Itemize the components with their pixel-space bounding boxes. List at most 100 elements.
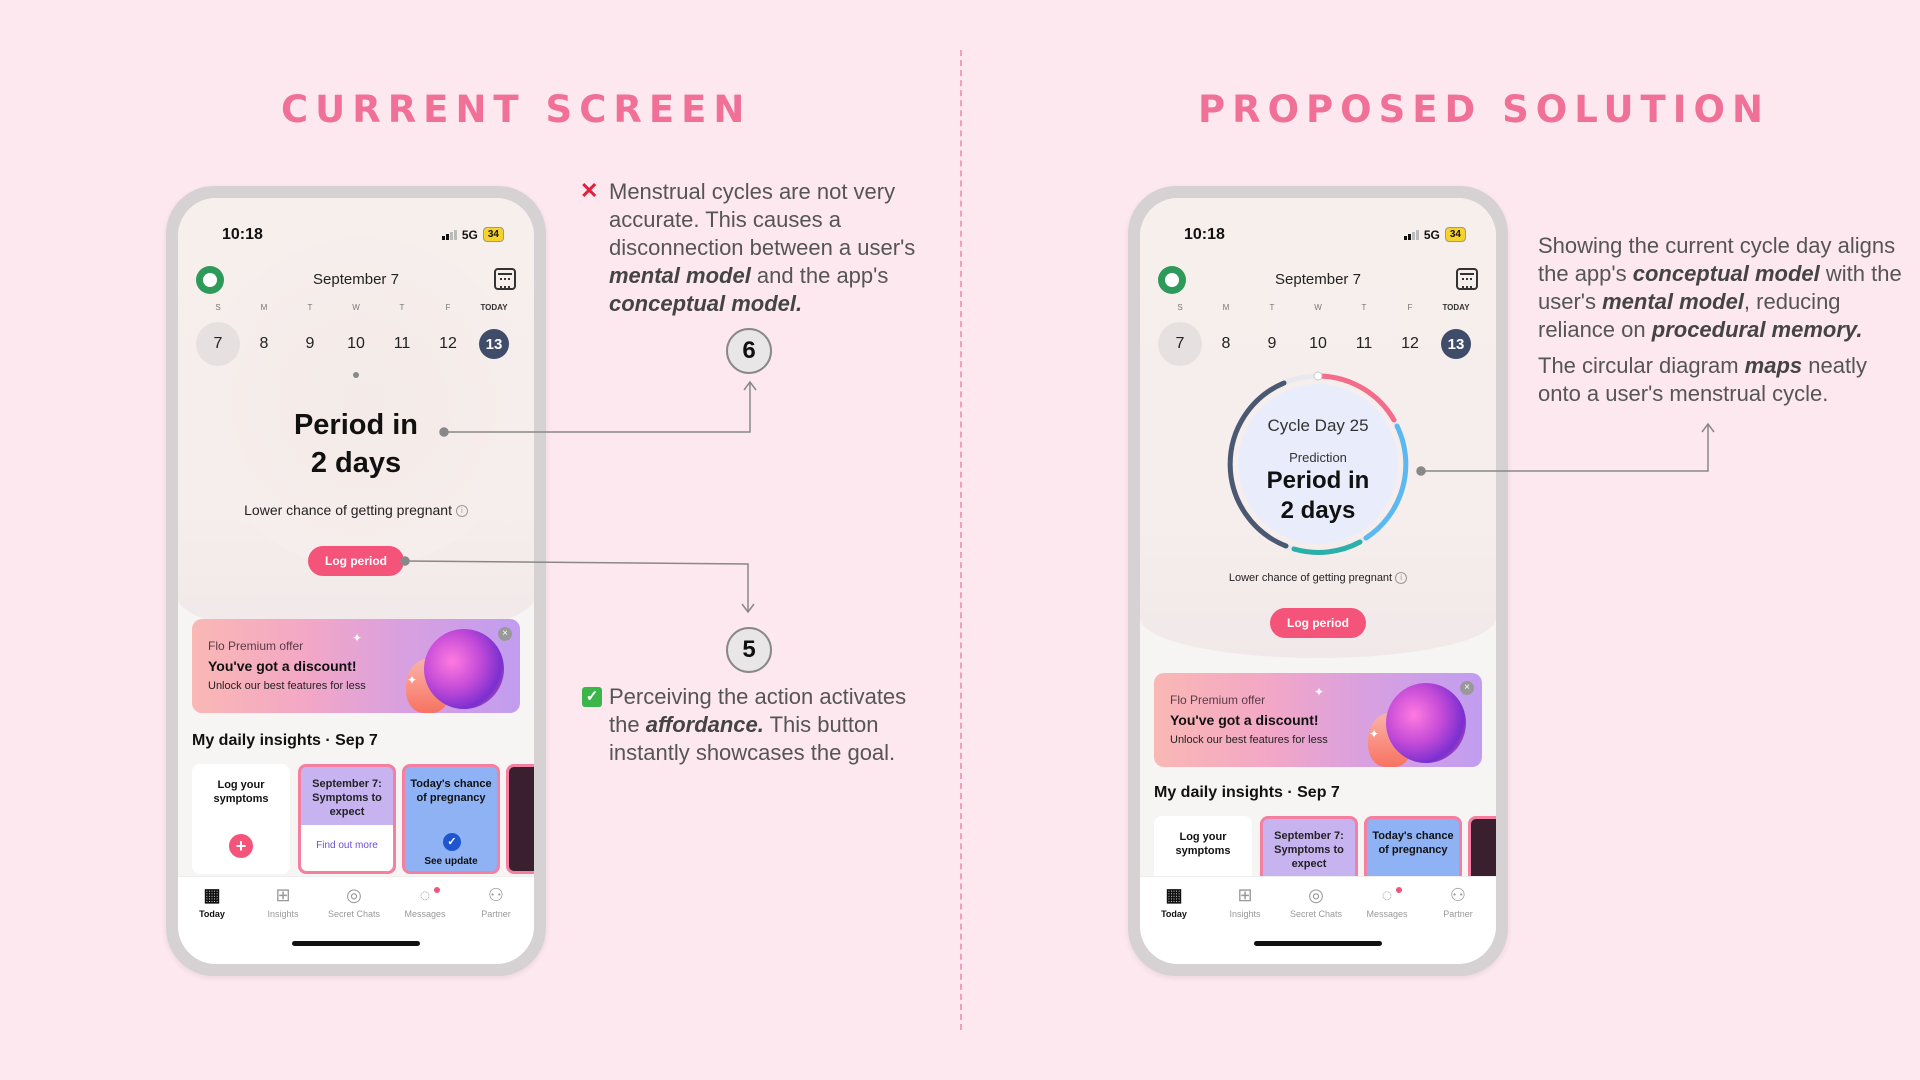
grid-icon: ⊞	[275, 885, 291, 905]
card-label: Today's chance of pregnancy	[1372, 830, 1454, 856]
day-cell-selected[interactable]: 7	[196, 322, 240, 366]
day-cell[interactable]: 9	[1267, 335, 1277, 352]
prediction-label: Prediction	[1289, 450, 1347, 465]
weekday-label: T	[1269, 303, 1275, 312]
day-cell-today[interactable]: 13	[479, 329, 509, 359]
see-update-label[interactable]: See update	[424, 856, 478, 867]
tab-secret-chats[interactable]: ◎Secret Chats	[319, 885, 389, 919]
note-line: neatly	[1802, 353, 1867, 378]
promo-headline: You've got a discount!	[1170, 712, 1319, 728]
tab-messages[interactable]: ◌Messages	[1352, 885, 1422, 919]
note-line: instantly showcases the goal.	[609, 740, 896, 765]
tab-label: Today	[1161, 909, 1187, 919]
info-icon[interactable]: i	[455, 505, 468, 518]
tab-messages[interactable]: ◌Messages	[390, 885, 460, 919]
note-line: Menstrual cycles are not very	[609, 179, 896, 204]
tab-today[interactable]: ▦Today	[1140, 885, 1209, 919]
note-line: The circular diagram	[1538, 353, 1745, 378]
battery-icon: 34	[1444, 227, 1466, 242]
day-cell-today[interactable]: 13	[1441, 329, 1471, 359]
day-cell-selected[interactable]: 7	[1158, 322, 1202, 366]
day-cell[interactable]: 12	[1401, 335, 1419, 352]
notification-dot	[434, 887, 440, 893]
network-label: 5G	[1423, 227, 1440, 242]
note-emphasis: procedural memory.	[1651, 317, 1863, 342]
note-emphasis: affordance.	[645, 712, 764, 737]
tab-label: Messages	[1366, 909, 1408, 919]
step-badge-6: 6	[726, 328, 772, 374]
log-period-button[interactable]: Log period	[1270, 608, 1366, 638]
day-cell[interactable]: 8	[1221, 335, 1231, 352]
chance-text: Lower chance of getting pregnant i	[1140, 572, 1496, 585]
premium-offer-banner[interactable]: Flo Premium offer You've got a discount!…	[1154, 673, 1482, 767]
insight-cards: Log your symptoms + September 7: Symptom…	[192, 764, 534, 874]
weekday-label: T	[399, 303, 405, 312]
premium-offer-banner[interactable]: Flo Premium offer You've got a discount!…	[192, 619, 520, 713]
card-chance-pregnancy[interactable]: Today's chance of pregnancy ✓ See update	[402, 764, 500, 874]
calendar-icon: ▦	[203, 885, 221, 905]
day-cell[interactable]: 11	[1355, 335, 1373, 352]
period-prediction: Period in 2 days	[178, 406, 534, 482]
note-cycle-day: Showing the current cycle day aligns the…	[1538, 232, 1902, 408]
note-line: accurate. This causes a	[609, 207, 841, 232]
tab-secret-chats[interactable]: ◎Secret Chats	[1281, 885, 1351, 919]
calendar-icon[interactable]	[1456, 268, 1478, 290]
note-affordance: Perceiving the action activates the affo…	[609, 683, 906, 767]
close-icon[interactable]: ×	[1460, 681, 1474, 695]
card-log-symptoms[interactable]: Log your symptoms +	[192, 764, 290, 874]
current-screen-title: CURRENT SCREEN	[281, 88, 752, 131]
promo-label: Flo Premium offer	[1170, 693, 1266, 707]
info-icon[interactable]: i	[1395, 572, 1408, 585]
tab-today[interactable]: ▦Today	[178, 885, 247, 919]
cycle-ring-fill	[1238, 384, 1398, 544]
weekday-label: M	[260, 303, 268, 312]
weekday-label-today: TODAY	[480, 303, 508, 312]
check-icon: ✓	[443, 833, 461, 851]
day-cell[interactable]: 10	[1309, 335, 1327, 352]
battery-icon: 34	[482, 227, 504, 242]
insights-title: My daily insights · Sep 7	[192, 732, 378, 749]
plus-icon[interactable]: +	[229, 834, 253, 858]
calendar-icon[interactable]	[494, 268, 516, 290]
close-icon[interactable]: ×	[498, 627, 512, 641]
proposed-solution-title: PROPOSED SOLUTION	[1198, 88, 1770, 131]
day-cell[interactable]: 9	[305, 335, 315, 352]
note-line: user's	[1538, 289, 1603, 314]
period-prediction: Period in 2 days	[1140, 466, 1496, 526]
weekday-label-today: TODAY	[1442, 303, 1470, 312]
note-accuracy: Menstrual cycles are not very accurate. …	[609, 178, 915, 318]
tab-insights[interactable]: ⊞Insights	[1210, 885, 1280, 919]
tab-partner[interactable]: ⚇Partner	[461, 885, 531, 919]
home-indicator	[1254, 941, 1382, 946]
card-label: Log your symptoms	[1175, 831, 1231, 857]
card-symptoms-expect[interactable]: September 7: Symptoms to expect Find out…	[298, 764, 396, 874]
tab-label: Secret Chats	[327, 909, 381, 919]
card-partial[interactable]	[506, 764, 534, 874]
signal-icon	[441, 229, 457, 240]
day-cell[interactable]: 10	[347, 335, 365, 352]
avatar[interactable]	[196, 266, 224, 294]
chat-icon: ◌	[419, 885, 431, 905]
day-cell[interactable]: 11	[393, 335, 411, 352]
note-line: This button	[763, 712, 879, 737]
weekday-label: S	[215, 303, 221, 312]
note-line: the app's	[1538, 261, 1633, 286]
signal-icon	[1403, 229, 1419, 240]
weekday-label: T	[1361, 303, 1367, 312]
note-line: disconnection between a user's	[609, 235, 916, 260]
find-out-more-link[interactable]: Find out more	[301, 825, 393, 871]
log-period-button[interactable]: Log period	[308, 546, 404, 576]
day-indicator-dot	[353, 372, 359, 378]
partner-icon: ⚇	[1449, 885, 1467, 905]
weekday-row: S M T W T F TODAY	[196, 303, 516, 315]
cycle-ring[interactable]	[1224, 370, 1412, 558]
note-line: , reducing	[1743, 289, 1841, 314]
avatar[interactable]	[1158, 266, 1186, 294]
cycle-day-label: Cycle Day 25	[1267, 416, 1369, 435]
note-line: reliance on	[1538, 317, 1652, 342]
mask-icon: ◎	[1308, 885, 1324, 905]
tab-partner[interactable]: ⚇Partner	[1423, 885, 1493, 919]
day-cell[interactable]: 8	[259, 335, 269, 352]
day-cell[interactable]: 12	[439, 335, 457, 352]
tab-insights[interactable]: ⊞Insights	[248, 885, 318, 919]
